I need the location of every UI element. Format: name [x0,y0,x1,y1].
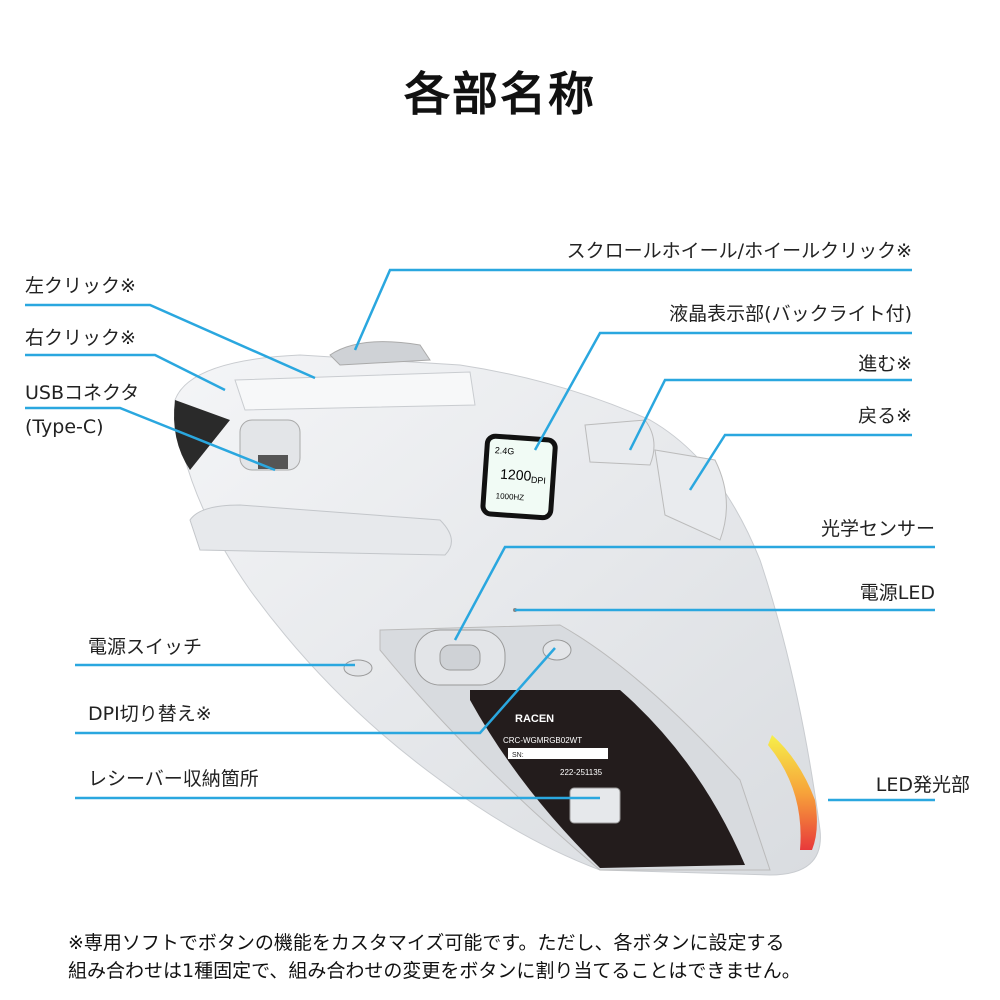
lcd-polling: 1000HZ [495,491,524,502]
label-dpi-switch: DPI切り替え※ [88,703,212,725]
label-led-light: LED発光部 [875,774,970,796]
model-number: CRC-WGMRGB02WT [503,736,582,745]
label-forward: 進む※ [858,353,912,375]
leader-lines [25,268,935,802]
leader-scroll [353,268,912,351]
label-usb-connector: USBコネクタ [25,382,140,404]
leader-dpi [75,647,556,735]
brand-logo-text: RACEN [515,713,554,725]
receiver-slot [569,787,621,824]
lcd-display: 2.4G 1200 DPI 1000HZ [480,433,558,521]
label-power-led: 電源LED [859,582,935,604]
leader-left-click [25,303,316,380]
led-strip [768,735,817,850]
leader-sensor [453,545,935,641]
leader-forward [628,378,912,451]
label-lcd: 液晶表示部(バックライト付) [669,303,912,325]
footnote-line-1: ※専用ソフトでボタンの機能をカスタマイズ可能です。ただし、各ボタンに設定する [68,932,785,954]
page-title: 各部名称 [404,67,596,121]
label-plate [470,690,745,868]
leader-lcd [533,331,912,451]
label-scroll-wheel: スクロールホイール/ホイールクリック※ [566,240,912,262]
leader-back [688,433,912,491]
label-right-click: 右クリック※ [25,327,136,349]
footnote-line-2: 組み合わせは1種固定で、組み合わせの変更をボタンに割り当てることはできません。 [68,960,801,982]
power-switch [343,659,373,677]
label-usb-type: (Type-C) [25,416,104,438]
label-power-switch: 電源スイッチ [88,636,203,658]
lcd-dpi-unit: DPI [531,475,547,486]
label-optical-sensor: 光学センサー [820,518,935,540]
label-receiver-storage: レシーバー収納箇所 [88,768,259,790]
leader-usb [25,406,276,472]
lcd-mode: 2.4G [495,445,515,456]
scroll-wheel [329,341,431,366]
label-back: 戻る※ [858,405,912,427]
serial-label: SN: [512,752,524,759]
lcd-dpi-value: 1200 [500,466,532,484]
forward-button [584,419,655,466]
back-button [654,449,727,541]
label-left-click: 左クリック※ [25,275,136,297]
cert-number: 222-251135 [560,768,603,777]
leader-right-click [25,353,226,392]
